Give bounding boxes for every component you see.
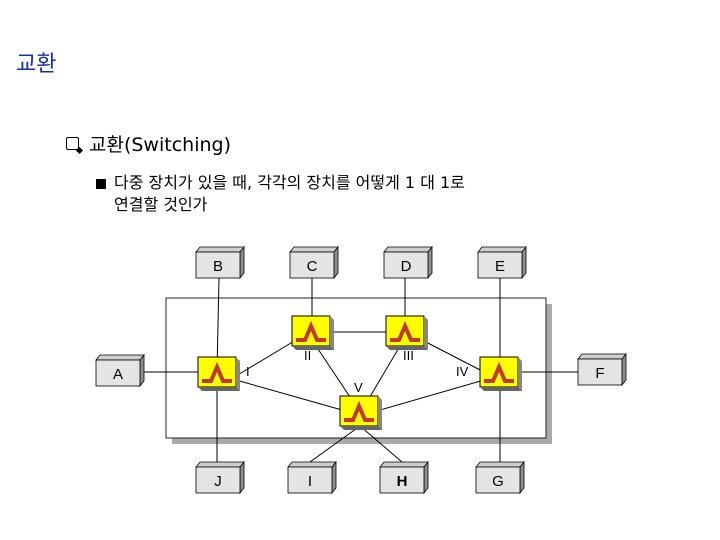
station-G: G bbox=[475, 460, 525, 495]
switch-III-icon bbox=[384, 314, 430, 352]
bullet-switching-text: 교환(Switching) bbox=[89, 134, 231, 156]
switch-III-label: III bbox=[403, 348, 414, 363]
station-G-label: G bbox=[492, 473, 504, 490]
link-V-I bbox=[309, 425, 361, 463]
station-C: C bbox=[289, 245, 339, 280]
switch-I-label: I bbox=[246, 364, 250, 379]
station-C-label: C bbox=[307, 258, 318, 275]
station-H-label: H bbox=[397, 473, 408, 490]
station-J: J bbox=[195, 460, 245, 495]
link-B-I bbox=[216, 277, 220, 373]
station-E: E bbox=[477, 245, 527, 280]
link-II-V bbox=[315, 345, 353, 401]
checkbox-bullet-icon bbox=[66, 137, 79, 150]
link-V-IV bbox=[379, 379, 485, 411]
switch-V-label: V bbox=[354, 380, 363, 395]
link-III-IV bbox=[421, 339, 485, 373]
station-H: H bbox=[379, 460, 429, 495]
switch-II-icon bbox=[290, 314, 336, 352]
station-A-label: A bbox=[113, 366, 123, 383]
bullet-question: 다중 장치가 있을 때, 각각의 장치를 어떻게 1 대 1로 연결할 것인가 bbox=[96, 172, 616, 216]
bullet-question-line1: 다중 장치가 있을 때, 각각의 장치를 어떻게 1 대 1로 bbox=[114, 173, 465, 192]
link-I-V bbox=[235, 379, 343, 411]
switch-I-icon bbox=[196, 355, 242, 393]
link-I-II bbox=[235, 339, 297, 377]
link-III-V bbox=[367, 345, 401, 401]
station-I-label: I bbox=[308, 473, 312, 490]
switch-II-label: II bbox=[304, 348, 311, 363]
station-A: A bbox=[95, 353, 145, 388]
bullet-question-line2: 연결할 것인가 bbox=[114, 195, 208, 214]
station-F-label: F bbox=[595, 365, 604, 382]
station-B-label: B bbox=[213, 258, 223, 275]
page-title: 교환 bbox=[16, 52, 57, 77]
switch-IV-label: IV bbox=[456, 364, 469, 379]
link-V-H bbox=[359, 425, 403, 463]
station-F: F bbox=[577, 352, 627, 387]
station-D-label: D bbox=[401, 258, 412, 275]
switch-V-icon bbox=[338, 394, 384, 432]
station-E-label: E bbox=[495, 258, 505, 275]
station-I: I bbox=[287, 460, 337, 495]
station-B: B bbox=[195, 245, 245, 280]
square-bullet-icon bbox=[96, 178, 106, 189]
bullet-switching: 교환(Switching) bbox=[66, 130, 231, 157]
station-J-label: J bbox=[214, 473, 222, 490]
switch-IV-icon bbox=[478, 355, 524, 393]
station-D: D bbox=[383, 245, 433, 280]
